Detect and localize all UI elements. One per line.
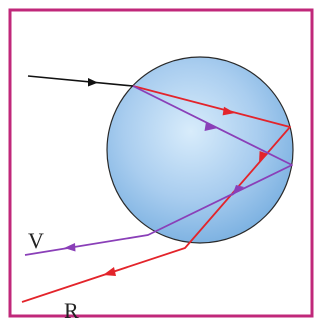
violet-ray-arrow-outside: [64, 243, 76, 252]
red-ray-arrow-outside: [103, 267, 116, 276]
incident-ray: [28, 76, 133, 87]
incident-ray-arrow: [88, 78, 98, 87]
violet-label: V: [28, 228, 44, 253]
water-droplet: [107, 57, 293, 243]
red-label: R: [64, 298, 79, 323]
